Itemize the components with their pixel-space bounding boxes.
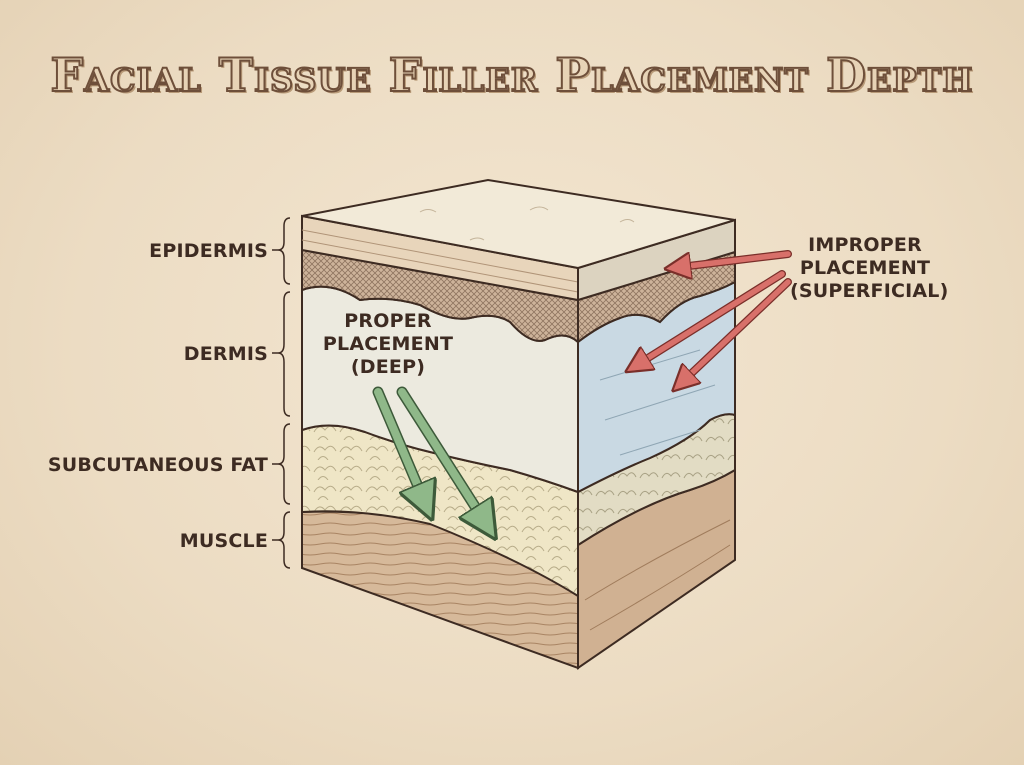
proper-line-2: PLACEMENT xyxy=(322,333,454,355)
bracket-muscle xyxy=(277,511,291,569)
improper-placement-arrows xyxy=(632,250,792,386)
label-subcutaneous-fat: SUBCUTANEOUS FAT xyxy=(47,454,268,476)
epidermis-hatch-front xyxy=(301,248,579,345)
top-face xyxy=(301,178,736,270)
epidermis-hatch-side xyxy=(577,250,736,345)
label-muscle: MUSCLE xyxy=(179,530,268,552)
improper-placement-label: IMPROPER PLACEMENT (SUPERFICIAL) xyxy=(790,234,949,303)
proper-line-1: PROPER xyxy=(344,310,432,332)
proper-placement-label: PROPER PLACEMENT (DEEP) xyxy=(318,310,458,379)
bracket-fat xyxy=(277,423,291,505)
improper-line-1: IMPROPER xyxy=(808,234,922,256)
improper-line-3: (SUPERFICIAL) xyxy=(790,280,949,302)
proper-line-3: (DEEP) xyxy=(350,356,426,378)
proper-placement-arrows xyxy=(372,386,490,530)
bracket-epidermis xyxy=(277,217,291,285)
label-dermis: DERMIS xyxy=(183,343,268,365)
improper-line-2: PLACEMENT xyxy=(799,257,931,279)
front-face xyxy=(301,214,579,670)
page-title: Facial Tissue Filler Placement Depth xyxy=(50,47,974,103)
bracket-dermis xyxy=(277,291,291,417)
side-face xyxy=(577,218,736,670)
label-epidermis: EPIDERMIS xyxy=(149,240,268,262)
layer-brackets xyxy=(272,217,291,569)
